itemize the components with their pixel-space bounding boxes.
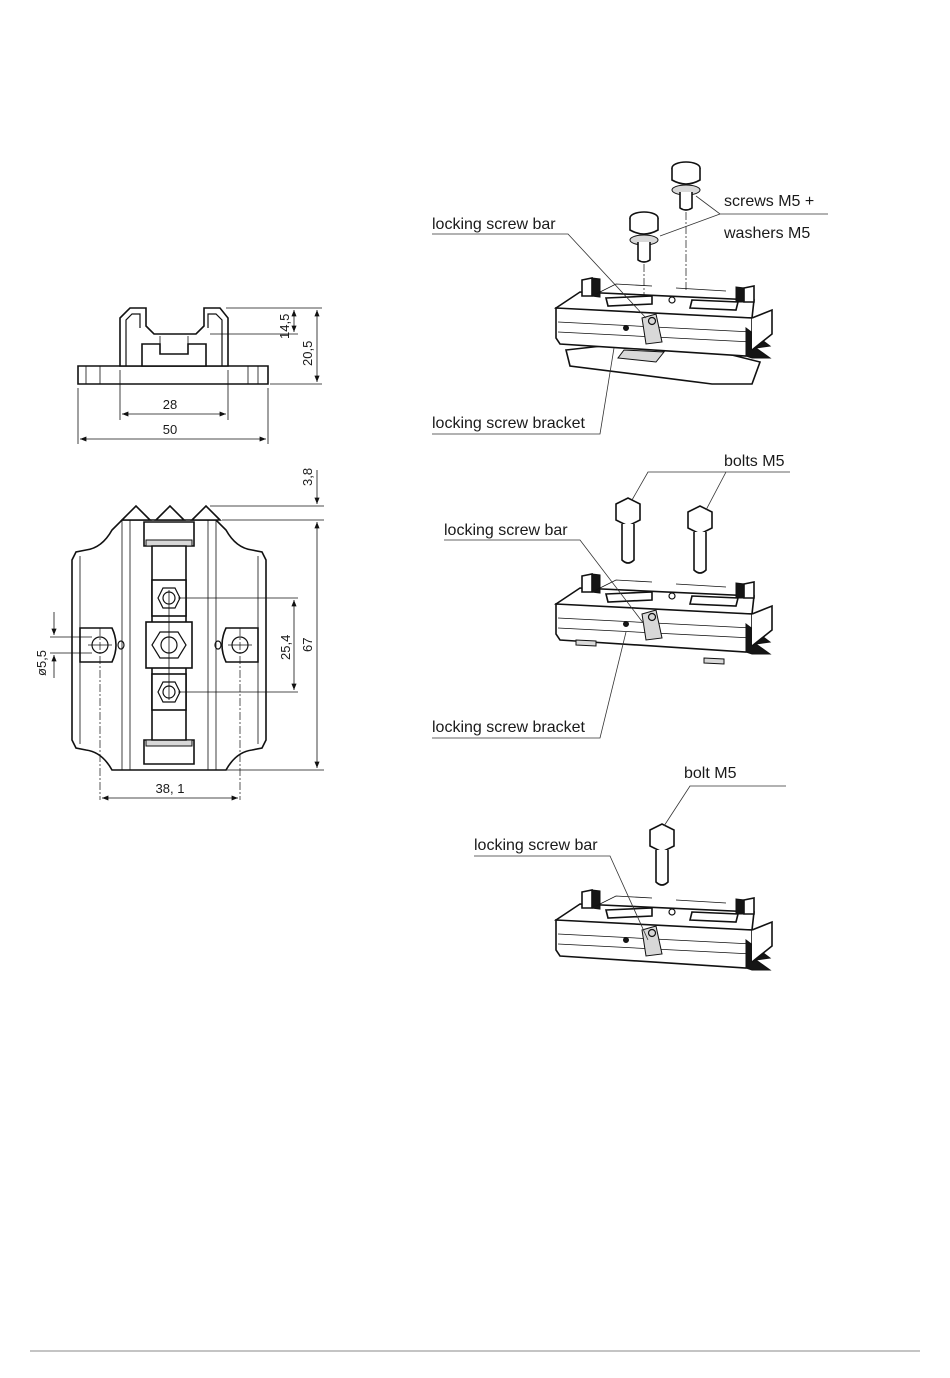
callout-bolts: bolts M5 — [724, 453, 785, 470]
dim-14-5: 14,5 — [277, 314, 292, 339]
callout-bolt: bolt M5 — [684, 765, 737, 782]
callout-locking-bracket-2: locking screw bracket — [432, 719, 586, 736]
dim-67: 67 — [300, 638, 315, 652]
callout-locking-bar-2: locking screw bar — [444, 522, 568, 539]
dim-25-4: 25,4 — [278, 635, 293, 660]
callout-screws: screws M5 + — [724, 193, 814, 210]
dim-28: 28 — [163, 397, 177, 412]
dim-50: 50 — [163, 422, 177, 437]
dim-hole-diameter: ø5,5 — [34, 650, 49, 676]
bolt-single — [650, 824, 674, 885]
callout-locking-bar-3: locking screw bar — [474, 837, 598, 854]
bolt-right — [688, 506, 712, 573]
callout-locking-bar-1: locking screw bar — [432, 216, 556, 233]
bolt-left — [616, 498, 640, 563]
callout-washers: washers M5 — [723, 225, 810, 242]
screw-back — [672, 162, 700, 210]
dim-38-1: 38, 1 — [156, 781, 185, 796]
screw-front — [630, 212, 658, 262]
iso-view-bolts — [556, 498, 772, 664]
dim-3-8: 3,8 — [300, 468, 315, 486]
callout-locking-bracket-1: locking screw bracket — [432, 415, 586, 432]
dim-20-5: 20,5 — [300, 341, 315, 366]
